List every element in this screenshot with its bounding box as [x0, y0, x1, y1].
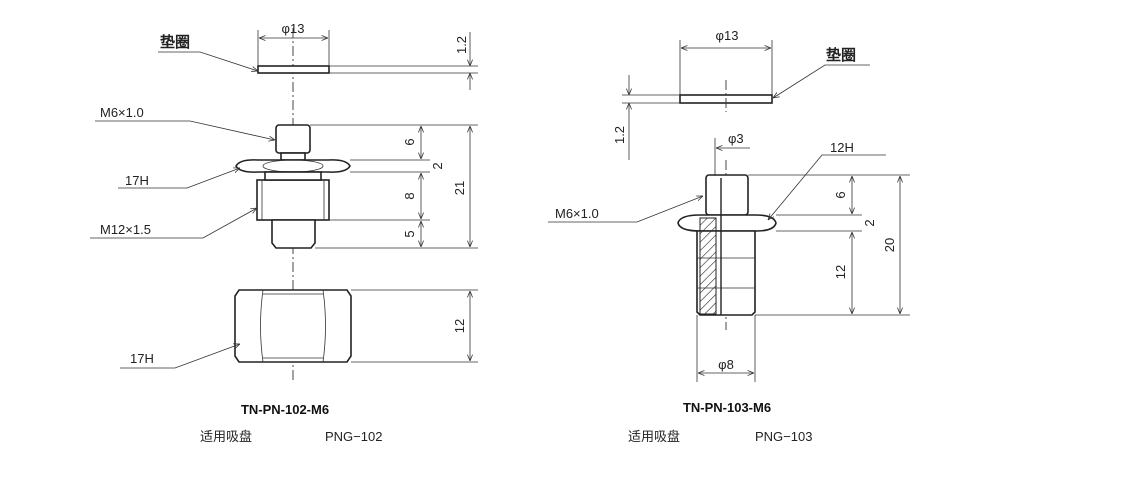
thread-label: M6×1.0 — [555, 206, 599, 221]
applicable-value: PNG−102 — [325, 429, 382, 444]
washer-thickness: 1.2 — [612, 126, 627, 144]
bottom-stud — [271, 219, 316, 249]
bore-diameter: φ3 — [728, 131, 744, 146]
top-thread — [705, 174, 749, 216]
dim-2: 2 — [430, 162, 445, 169]
dim-2: 2 — [862, 219, 877, 226]
body-thread-label: M12×1.5 — [100, 222, 151, 237]
dim-total: 21 — [452, 181, 467, 195]
dim-12: 12 — [833, 265, 848, 279]
top-thread — [275, 124, 311, 154]
left-drawing: φ13 垫圈 1.2 M6×1.0 17H M12×1.5 6 2 8 — [90, 21, 478, 444]
hex-label: 12H — [830, 140, 854, 155]
nut-height: 12 — [452, 319, 467, 333]
right-drawing: φ13 垫圈 1.2 φ3 12H M6×1.0 6 2 12 20 — [548, 28, 910, 444]
washer-label: 垫圈 — [826, 46, 856, 64]
washer-diameter: φ13 — [282, 21, 305, 36]
model-name: TN-PN-103-M6 — [683, 400, 771, 415]
washer — [257, 65, 330, 74]
top-thread-label: M6×1.0 — [100, 105, 144, 120]
applicable-label: 适用吸盘 — [200, 429, 252, 444]
applicable-label: 适用吸盘 — [628, 429, 680, 444]
dim-8: 8 — [402, 192, 417, 199]
washer-thickness: 1.2 — [454, 36, 469, 54]
model-name: TN-PN-102-M6 — [241, 402, 329, 417]
body-thread — [256, 179, 330, 221]
body-diameter: φ8 — [718, 357, 734, 372]
hex-label: 17H — [125, 173, 149, 188]
washer-diameter: φ13 — [716, 28, 739, 43]
hex-nut — [234, 289, 352, 363]
dim-5: 5 — [402, 230, 417, 237]
nut-label: 17H — [130, 351, 154, 366]
applicable-value: PNG−103 — [755, 429, 812, 444]
dim-total: 20 — [882, 238, 897, 252]
hex-flange — [235, 159, 351, 173]
dim-6: 6 — [402, 138, 417, 145]
hex-flange — [677, 214, 777, 232]
dim-6: 6 — [833, 191, 848, 198]
washer-label: 垫圈 — [160, 33, 190, 51]
